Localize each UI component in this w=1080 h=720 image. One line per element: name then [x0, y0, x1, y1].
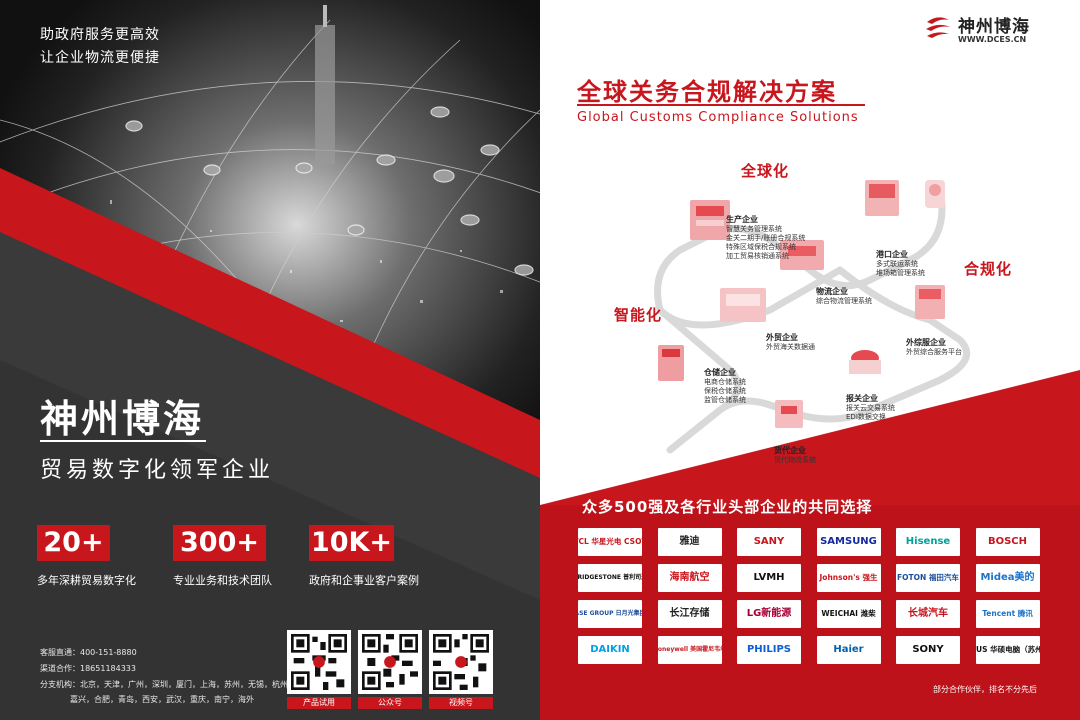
partner-logo: SANY — [737, 528, 801, 556]
partner-logo: DAIKIN — [578, 636, 642, 664]
qr-label-video-channel: 视频号 — [429, 697, 493, 709]
node-line: 报关云交易系统 — [846, 404, 895, 412]
node-line: 加工贸易核销通系统 — [726, 252, 789, 260]
partner-logo: LG新能源 — [737, 600, 801, 628]
node-line: 外贸综合服务平台 — [906, 348, 962, 356]
partner-logo: ASUS 华硕电脑（苏州） — [975, 636, 1040, 664]
node-warehousing: 仓储企业 电商仓储系统 保税仓储系统 监管仓储系统 — [704, 368, 746, 405]
stat-years-value: 20+ — [37, 525, 110, 561]
city-night-background — [0, 0, 540, 501]
keyword-compliance: 合规化 — [964, 260, 1013, 278]
partner-title: 众多500强及各行业头部企业的共同选择 — [582, 498, 873, 516]
partner-logo: Midea美的 — [975, 564, 1040, 592]
node-line: EDI数据交换 — [846, 413, 886, 421]
node-line: 电商仓储系统 — [704, 378, 746, 386]
node-name: 生产企业 — [726, 215, 758, 224]
partner-logo: Haier — [816, 636, 881, 664]
company-logo-icon — [926, 17, 950, 38]
right-panel: 神州博海 WWW.DCES.CN 全球关务合规解决方案 Global Custo… — [540, 0, 1080, 720]
node-name: 外贸企业 — [766, 333, 798, 342]
brand-underline — [40, 440, 206, 442]
contact-branches: 分支机构：北京，天津，广州，深圳，厦门，上海，苏州，无锡，杭州 — [40, 680, 288, 689]
node-name: 报关企业 — [846, 394, 878, 403]
partner-logo: SAMSUNG — [816, 528, 881, 556]
partner-logo: BOSCH — [975, 528, 1040, 556]
contact-branches-cont: 嘉兴，合肥，青岛，西安，武汉，重庆，南宁，海外 — [70, 695, 254, 704]
node-name: 外综服企业 — [906, 338, 946, 347]
qr-code-video-channel[interactable] — [429, 630, 493, 694]
qr-label-official-account: 公众号 — [358, 697, 422, 709]
partner-logo: TCL 华星光电 CSOT — [578, 528, 642, 556]
qr-pattern-icon — [291, 634, 347, 690]
node-manufacturing: 生产企业 智慧关务管理系统 金关二期手/账册合规系统 特殊区域保税合规系统 加工… — [726, 215, 805, 261]
node-line: 多式联运系统 — [876, 260, 918, 268]
solution-subtitle: Global Customs Compliance Solutions — [577, 110, 859, 125]
node-line: 金关二期手/账册合规系统 — [726, 234, 806, 242]
node-name: 货代企业 — [774, 446, 806, 455]
keyword-intelligent: 智能化 — [614, 306, 663, 324]
node-port: 港口企业 多式联运系统 堆场箱管理系统 — [876, 250, 925, 278]
node-line: 保税仓储系统 — [704, 387, 746, 395]
partner-note: 部分合作伙伴，排名不分先后 — [933, 685, 1037, 694]
partner-logo: LVMH — [737, 564, 801, 592]
partner-logo: Tencent 腾讯 — [975, 600, 1040, 628]
left-panel: 助政府服务更高效 让企业物流更便捷 神州博海 贸易数字化领军企业 20+ 多年深… — [0, 0, 540, 720]
partner-logo: Johnson's 强生 — [816, 564, 881, 592]
brand-name: 神州博海 — [40, 397, 205, 441]
partner-logo: BRIDGESTONE 普利司通 — [578, 564, 642, 592]
partner-logo: FOTON 福田汽车 — [896, 564, 960, 592]
contact-service: 客服直通：400-151-8880 — [40, 648, 137, 657]
partner-logo: 雅迪 — [657, 528, 722, 556]
brand-tagline: 贸易数字化领军企业 — [40, 458, 275, 483]
node-line: 智慧关务管理系统 — [726, 225, 782, 233]
node-line: 特殊区域保税合规系统 — [726, 243, 796, 251]
node-line: 堆场箱管理系统 — [876, 269, 925, 277]
logo-name: 神州博海 — [958, 17, 1030, 37]
slogan: 助政府服务更高效 让企业物流更便捷 — [40, 24, 160, 70]
partner-logo: 长城汽车 — [896, 600, 960, 628]
partner-logo: Honeywell 美国霍尼韦尔 — [657, 636, 722, 664]
node-name: 港口企业 — [876, 250, 908, 259]
node-customs-broker: 报关企业 报关云交易系统 EDI数据交换 — [846, 394, 895, 422]
title-underline — [577, 104, 865, 106]
qr-label-trial: 产品试用 — [287, 697, 351, 709]
slogan-line-2: 让企业物流更便捷 — [40, 50, 160, 66]
node-icons — [658, 180, 945, 428]
partner-logo: SONY — [896, 636, 960, 664]
qr-pattern-icon — [433, 634, 489, 690]
keyword-global: 全球化 — [741, 162, 790, 180]
right-background — [540, 370, 1080, 720]
node-line: 监管仓储系统 — [704, 396, 746, 404]
node-comprehensive-service: 外综服企业 外贸综合服务平台 — [906, 338, 962, 357]
slogan-line-1: 助政府服务更高效 — [40, 27, 160, 43]
partner-logo: 海南航空 — [657, 564, 722, 592]
node-foreign-trade: 外贸企业 外贸海关数据通 — [766, 333, 815, 352]
node-line: 外贸海关数据通 — [766, 343, 815, 351]
partner-logo: Hisense — [896, 528, 960, 556]
node-line: 货代物流系统 — [774, 456, 816, 464]
node-freight-forwarder: 货代企业 货代物流系统 — [774, 446, 816, 465]
partner-logo: PHILIPS — [737, 636, 801, 664]
node-logistics: 物流企业 综合物流管理系统 — [816, 287, 872, 306]
qr-pattern-icon — [362, 634, 418, 690]
stat-years-label: 多年深耕贸易数字化 — [37, 574, 136, 587]
qr-code-official-account[interactable] — [358, 630, 422, 694]
node-name: 物流企业 — [816, 287, 848, 296]
stat-cases-value: 10K+ — [309, 525, 394, 561]
solution-title: 全球关务合规解决方案 — [577, 78, 837, 106]
logo-url: WWW.DCES.CN — [958, 35, 1027, 44]
partner-logo-grid: TCL 华星光电 CSOT 雅迪 SANY SAMSUNG Hisense BOSCH BR… — [578, 528, 1040, 664]
qr-code-trial[interactable] — [287, 630, 351, 694]
stat-team-label: 专业业务和技术团队 — [173, 574, 272, 587]
stat-cases-label: 政府和企事业客户案例 — [309, 574, 419, 587]
node-name: 仓储企业 — [704, 368, 736, 377]
stat-team-value: 300+ — [173, 525, 266, 561]
contact-channel: 渠道合作：18651184333 — [40, 664, 136, 673]
partner-logo: WEICHAI 潍柴 — [816, 600, 881, 628]
partner-logo: 长江存储 — [657, 600, 722, 628]
node-line: 综合物流管理系统 — [816, 297, 872, 305]
partner-logo: ASE GROUP 日月光集团 — [578, 600, 642, 628]
workflow-diagram — [654, 180, 971, 454]
